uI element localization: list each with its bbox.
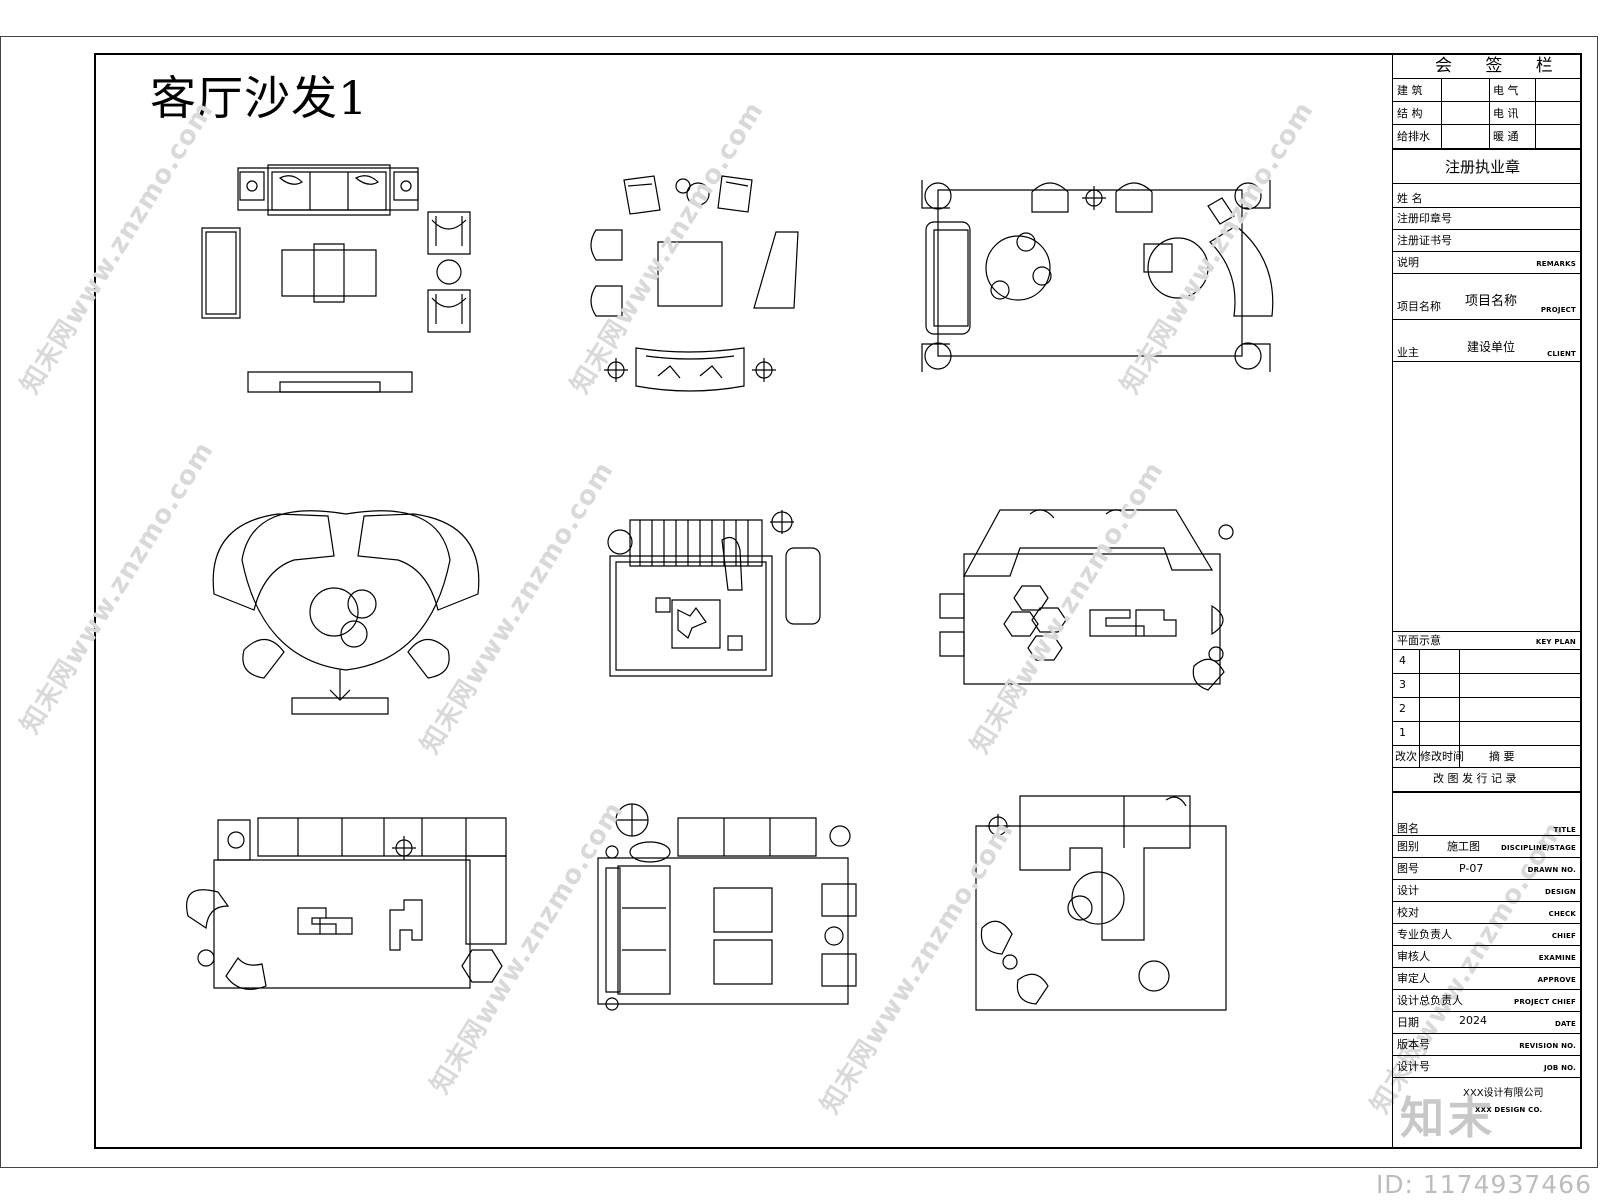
name-label: 姓 名: [1397, 192, 1423, 205]
project-en: PROJECT: [1540, 306, 1576, 314]
field-label: 日期: [1397, 1016, 1419, 1029]
field-label: 设计总负责人: [1397, 994, 1463, 1007]
key-plan-label: 平面示意: [1397, 634, 1441, 647]
revision-number: 3: [1399, 678, 1406, 691]
field-label: 图号: [1397, 862, 1419, 875]
field-en: DRAWN NO.: [1527, 866, 1576, 874]
drawing-id: ID: 1174937466: [1375, 1170, 1592, 1199]
client-value: 建设单位: [1467, 340, 1516, 354]
field-en: DATE: [1554, 1020, 1576, 1028]
rev-header-col1: 改次: [1395, 750, 1417, 763]
company-en: XXX DESIGN CO.: [1475, 1106, 1543, 1114]
countersign-row-right: 暖 通: [1493, 130, 1519, 143]
field-en: CHIEF: [1551, 932, 1576, 940]
plan-1-sofa-set: [202, 165, 470, 392]
rev-header-col2: 修改时间: [1420, 750, 1464, 763]
watermark-logo: 知末: [1400, 1093, 1496, 1144]
key-plan-en: KEY PLAN: [1535, 638, 1576, 646]
outer-border: [0, 36, 1598, 1168]
revision-number: 1: [1399, 726, 1406, 739]
countersign-title: 会 签 栏: [1435, 56, 1567, 76]
field-label: 设计号: [1397, 1060, 1430, 1073]
plan-8-sofa-set: [598, 804, 856, 1010]
field-label: 图别: [1397, 840, 1419, 853]
field-en: EXAMINE: [1538, 954, 1576, 962]
field-en: REVISION NO.: [1519, 1042, 1576, 1050]
field-label: 审核人: [1397, 950, 1430, 963]
field-en: APPROVE: [1537, 976, 1576, 984]
field-value: P-07: [1459, 862, 1484, 875]
field-label: 校对: [1397, 906, 1419, 919]
rev-header-col3: 摘 要: [1489, 750, 1515, 763]
field-label: 专业负责人: [1397, 928, 1452, 941]
remarks-en: REMARKS: [1536, 260, 1576, 268]
plan-4-sofa-set: [213, 511, 479, 714]
field-en: CHECK: [1548, 910, 1576, 918]
title-block: 会 签 栏 建 筑 电 气 结 构 电 讯 给排水 暖 通 注册执业章 姓 名 …: [1392, 55, 1581, 1147]
field-label: 图名: [1397, 822, 1419, 835]
remarks-label: 说明: [1397, 256, 1419, 269]
field-value: 施工图: [1447, 840, 1480, 853]
reg-seal-label: 注册印章号: [1397, 212, 1452, 225]
plan-6-sofa-set: [940, 510, 1233, 690]
countersign-row-left: 结 构: [1397, 107, 1423, 120]
field-en: TITLE: [1553, 826, 1576, 834]
rev-record-title: 改 图 发 行 记 录: [1433, 772, 1517, 785]
field-en: DESIGN: [1544, 888, 1576, 896]
plan-7-sofa-set: [187, 818, 506, 989]
client-label: 业主: [1397, 346, 1419, 359]
plan-3-sofa-set: [922, 180, 1273, 372]
drawing-title: 客厅沙发1: [150, 71, 369, 125]
seal-title: 注册执业章: [1445, 158, 1521, 176]
revision-number: 2: [1399, 702, 1406, 715]
field-value: 2024: [1459, 1014, 1487, 1027]
plan-9-sofa-set: [976, 796, 1226, 1010]
field-label: 版本号: [1397, 1038, 1430, 1051]
drawing-frame: [94, 53, 1582, 1149]
countersign-row-right: 电 讯: [1493, 107, 1519, 120]
reg-cert-label: 注册证书号: [1397, 234, 1452, 247]
field-label: 设计: [1397, 884, 1419, 897]
plan-5-sofa-set: [608, 510, 820, 676]
field-label: 审定人: [1397, 972, 1430, 985]
company-cn: XXX设计有限公司: [1463, 1088, 1544, 1099]
countersign-row-left: 给排水: [1397, 130, 1430, 143]
countersign-row-left: 建 筑: [1397, 84, 1423, 97]
field-en: DISCIPLINE/STAGE: [1500, 844, 1576, 852]
revision-number: 4: [1399, 654, 1406, 667]
project-label: 项目名称: [1397, 300, 1441, 313]
field-en: JOB NO.: [1543, 1064, 1576, 1072]
project-value: 项目名称: [1465, 294, 1518, 309]
field-en: PROJECT CHIEF: [1514, 998, 1576, 1006]
client-en: CLIENT: [1547, 350, 1576, 358]
plan-2-sofa-set: [591, 176, 798, 391]
countersign-row-right: 电 气: [1493, 84, 1519, 97]
